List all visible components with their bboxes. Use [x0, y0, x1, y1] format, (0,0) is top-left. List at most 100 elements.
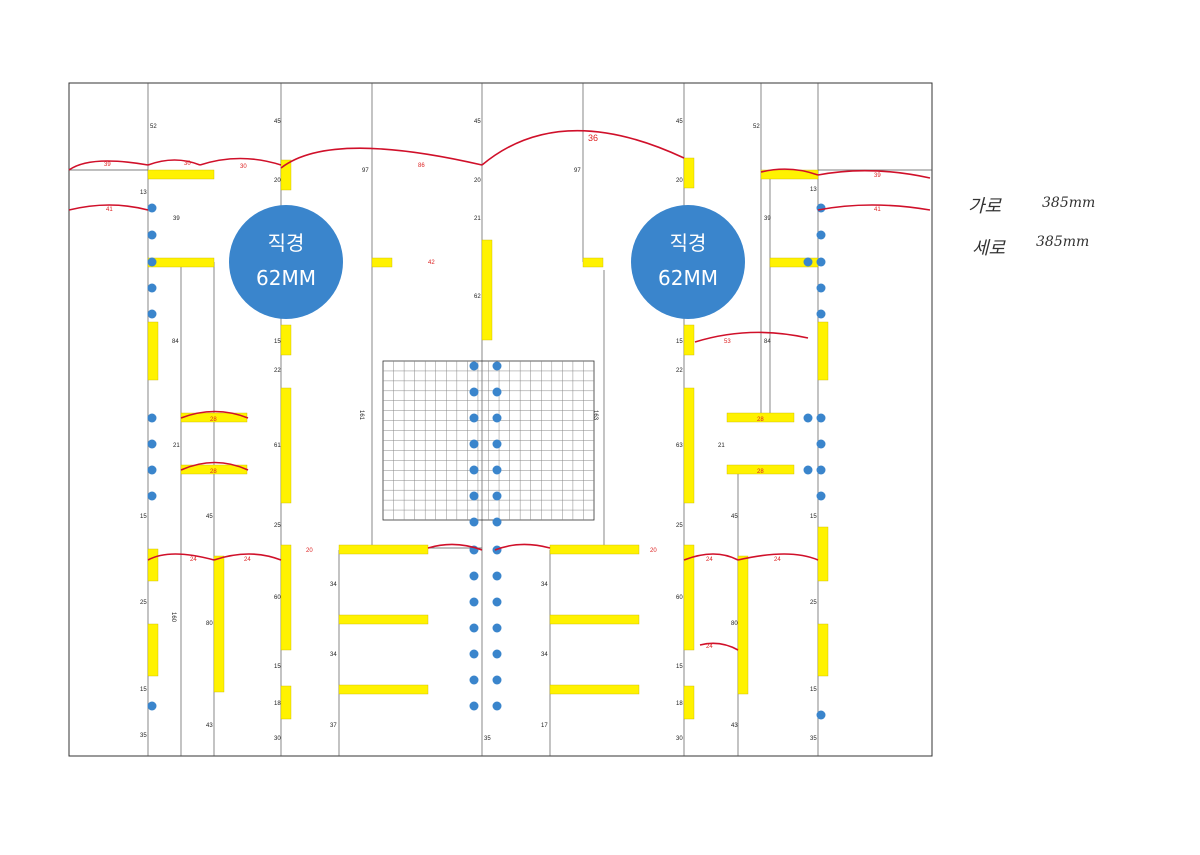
blue-dot	[147, 203, 157, 213]
yellow-tape	[726, 412, 795, 423]
circle-shape	[631, 205, 745, 319]
dim-label: 24	[774, 557, 781, 563]
circle-shape	[229, 205, 343, 319]
yellow-tape	[147, 548, 159, 582]
arc	[147, 159, 201, 166]
blue-dot	[803, 465, 813, 475]
blue-dot	[469, 623, 479, 633]
blue-dot	[469, 465, 479, 475]
dim-label: 45	[206, 514, 213, 520]
diameter-circle-right: 직경 62MM	[631, 205, 745, 319]
blue-dot	[147, 283, 157, 293]
dim-label: 30	[676, 736, 683, 742]
yellow-tape	[549, 684, 640, 695]
dim-label: 15	[676, 664, 683, 670]
dim-label: 24	[244, 557, 251, 563]
dim-label: 15	[274, 339, 281, 345]
width-label: 가로	[968, 196, 1003, 217]
arc	[427, 543, 483, 551]
dim-label: 20	[474, 178, 481, 184]
outer-frame	[68, 82, 933, 757]
yellow-tape	[549, 614, 640, 625]
yellow-tape	[549, 544, 640, 555]
dim-label: 15	[810, 687, 817, 693]
dim-label: 24	[190, 557, 197, 563]
yellow-tape	[683, 157, 695, 189]
dim-label: 15	[810, 514, 817, 520]
yellow-tapes	[147, 157, 829, 720]
blue-dot	[492, 439, 502, 449]
dim-label: 45	[474, 119, 481, 125]
dim-label: 35	[810, 736, 817, 742]
arc	[199, 157, 282, 166]
dim-label: 28	[210, 469, 217, 475]
dim-label: 97	[362, 168, 369, 174]
dim-label: 45	[274, 119, 281, 125]
blue-dot	[492, 361, 502, 371]
dim-label: 45	[731, 514, 738, 520]
dim-label: 25	[274, 523, 281, 529]
blue-dot	[469, 387, 479, 397]
dim-label: 15	[676, 339, 683, 345]
blue-dot	[469, 413, 479, 423]
blue-dot	[816, 413, 826, 423]
dim-label: 61	[274, 443, 281, 449]
blue-dot	[147, 309, 157, 319]
arc	[213, 553, 282, 561]
circle-title: 직경	[268, 231, 305, 255]
blue-dot	[469, 571, 479, 581]
blue-dot	[469, 675, 479, 685]
dim-label: 20	[306, 548, 313, 554]
blue-dot	[492, 701, 502, 711]
dim-label: 161	[358, 410, 364, 421]
blue-dot	[816, 465, 826, 475]
yellow-tape	[582, 257, 604, 268]
circle-size: 62MM	[658, 266, 718, 290]
blue-dot	[492, 413, 502, 423]
blue-dot	[147, 491, 157, 501]
dim-label: 28	[757, 417, 764, 423]
arc	[68, 204, 149, 211]
dim-label: 80	[731, 621, 738, 627]
dim-label: 43	[731, 723, 738, 729]
dim-label: 25	[810, 600, 817, 606]
dim-label: 17	[541, 723, 548, 729]
arc	[494, 543, 551, 551]
blue-dot	[147, 257, 157, 267]
dim-label: 21	[718, 443, 725, 449]
arc	[760, 168, 819, 176]
blue-dot	[492, 517, 502, 527]
blue-dot	[147, 439, 157, 449]
yellow-tape	[147, 623, 159, 677]
arc	[683, 553, 739, 561]
blue-dots	[147, 203, 826, 720]
yellow-tape	[147, 169, 215, 180]
yellow-tape	[760, 169, 819, 180]
arc	[180, 461, 249, 471]
vertical-guides	[147, 83, 819, 756]
dim-label: 163	[592, 410, 598, 421]
yellow-tape	[338, 614, 429, 625]
yellow-tape	[737, 555, 749, 695]
blue-dot	[469, 517, 479, 527]
dim-label: 30	[184, 161, 191, 167]
blue-dot	[803, 257, 813, 267]
diameter-circle-left: 직경 62MM	[229, 205, 343, 319]
yellow-tape	[213, 555, 225, 693]
dim-label: 52	[753, 124, 760, 130]
yellow-tape	[280, 544, 292, 651]
arc	[817, 169, 931, 179]
blue-dot	[492, 491, 502, 501]
dim-label: 22	[274, 368, 281, 374]
dim-label: 24	[706, 557, 713, 563]
blue-dot	[492, 649, 502, 659]
dim-label: 34	[541, 652, 548, 658]
blue-dot	[492, 465, 502, 475]
dim-label: 45	[676, 119, 683, 125]
arc	[147, 553, 215, 561]
blue-dot	[492, 387, 502, 397]
dim-label: 25	[676, 523, 683, 529]
yellow-tape	[683, 387, 695, 504]
dim-label: 60	[274, 595, 281, 601]
